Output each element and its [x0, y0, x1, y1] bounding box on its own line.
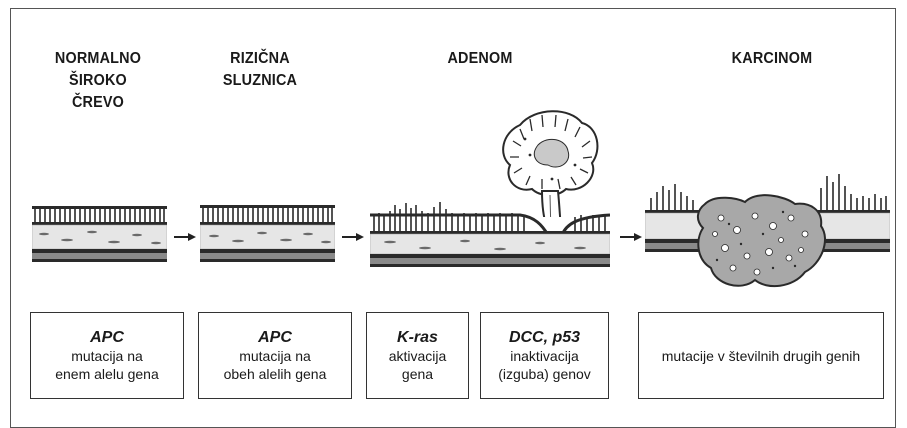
tissue-risk-illustration	[200, 205, 335, 262]
description-line: mutacija na	[71, 348, 143, 364]
mutation-box-kras: K-ras aktivacija gena	[366, 312, 469, 399]
mutation-description: mutacije v številnih drugih genih	[639, 347, 883, 365]
mutation-description: inaktivacija (izguba) genov	[481, 347, 608, 383]
tumor-mass	[697, 194, 826, 288]
gene-name: APC	[90, 329, 124, 346]
title-line: ČREVO	[71, 94, 125, 111]
title-line: ŠIROKO	[69, 72, 127, 89]
stage-title-normal: NORMALNO ŠIROKO ČREVO	[44, 48, 152, 114]
description-line: enem alelu gena	[55, 366, 159, 382]
tissue-carcinoma-illustration	[645, 174, 890, 288]
description-line: obeh alelih gena	[223, 366, 327, 382]
stage-title-adenoma: ADENOM	[426, 48, 534, 70]
arrow-1-icon	[174, 233, 196, 241]
mutation-box-apc-both-alleles: APC mutacija na obeh alelih gena	[198, 312, 352, 399]
title-line: KARCINOM	[731, 50, 813, 67]
mutation-box-apc-one-allele: APC mutacija na enem alelu gena	[30, 312, 184, 399]
mutation-description: aktivacija gena	[367, 347, 468, 383]
arrow-3-icon	[620, 233, 642, 241]
description-line: inaktivacija	[510, 348, 579, 364]
description-line: mutacija na	[239, 348, 311, 364]
gene-name: DCC, p53	[508, 329, 581, 346]
gene-name: K-ras	[397, 329, 438, 346]
title-line: ADENOM	[447, 50, 513, 67]
arrow-2-icon	[342, 233, 364, 241]
title-line: SLUZNICA	[222, 72, 298, 89]
tissue-adenoma-illustration	[370, 110, 610, 267]
tissue-normal-illustration	[32, 206, 167, 262]
description-line: aktivacija	[388, 348, 447, 364]
mutation-box-other-genes: mutacije v številnih drugih genih	[638, 312, 884, 399]
stage-title-risk: RIZIČNA SLUZNICA	[206, 48, 314, 92]
description-line: mutacije v številnih drugih genih	[661, 347, 861, 364]
title-line: RIZIČNA	[230, 50, 290, 67]
description-line: gena	[401, 366, 434, 382]
gene-name: APC	[258, 329, 292, 346]
description-line: (izguba) genov	[498, 366, 591, 382]
stage-title-carcinoma: KARCINOM	[718, 48, 826, 70]
mutation-description: mutacija na enem alelu gena	[31, 347, 183, 383]
mutation-description: mutacija na obeh alelih gena	[199, 347, 351, 383]
mucosa-villi	[32, 206, 167, 222]
mutation-box-dcc-p53: DCC, p53 inaktivacija (izguba) genov	[480, 312, 609, 399]
title-line: NORMALNO	[54, 50, 142, 67]
